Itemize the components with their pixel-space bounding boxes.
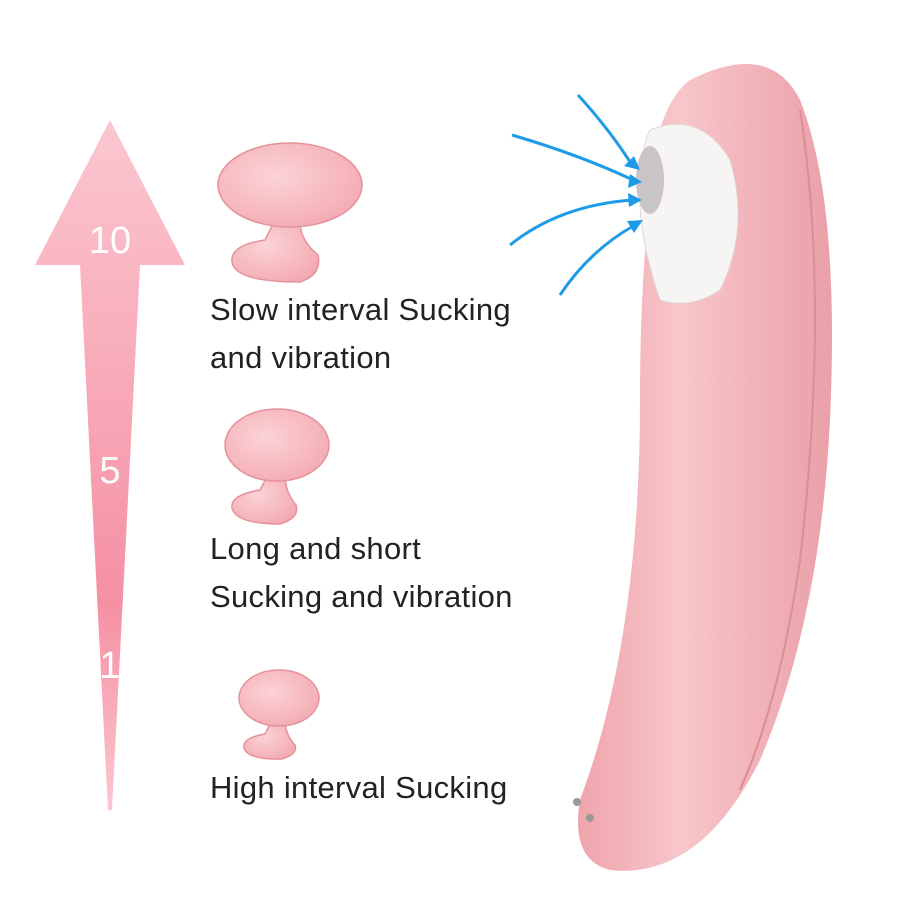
level-1-label: 1 (99, 645, 121, 687)
mode-text-line: Slow interval Sucking (210, 292, 511, 327)
cloud-large-icon (217, 142, 363, 283)
airflow-arrows (509, 93, 636, 296)
cloud-medium-icon (224, 408, 330, 525)
mode-description: Slow interval Sucking and vibration (210, 286, 511, 382)
mode-text-line: Long and short (210, 531, 422, 566)
product-device (573, 64, 832, 871)
intensity-arrow (35, 120, 185, 810)
level-5-label: 5 (99, 450, 121, 492)
mode-text-line: Sucking and vibration (210, 579, 513, 614)
cloud-small-icon (238, 669, 320, 760)
mode-description: Long and short Sucking and vibration (210, 525, 513, 621)
level-10-label: 10 (88, 220, 132, 262)
mode-description: High interval Sucking (210, 764, 508, 812)
button-dot (573, 798, 581, 806)
mode-text-line: High interval Sucking (210, 770, 508, 805)
button-dot (586, 814, 594, 822)
mode-text-line: and vibration (210, 340, 392, 375)
